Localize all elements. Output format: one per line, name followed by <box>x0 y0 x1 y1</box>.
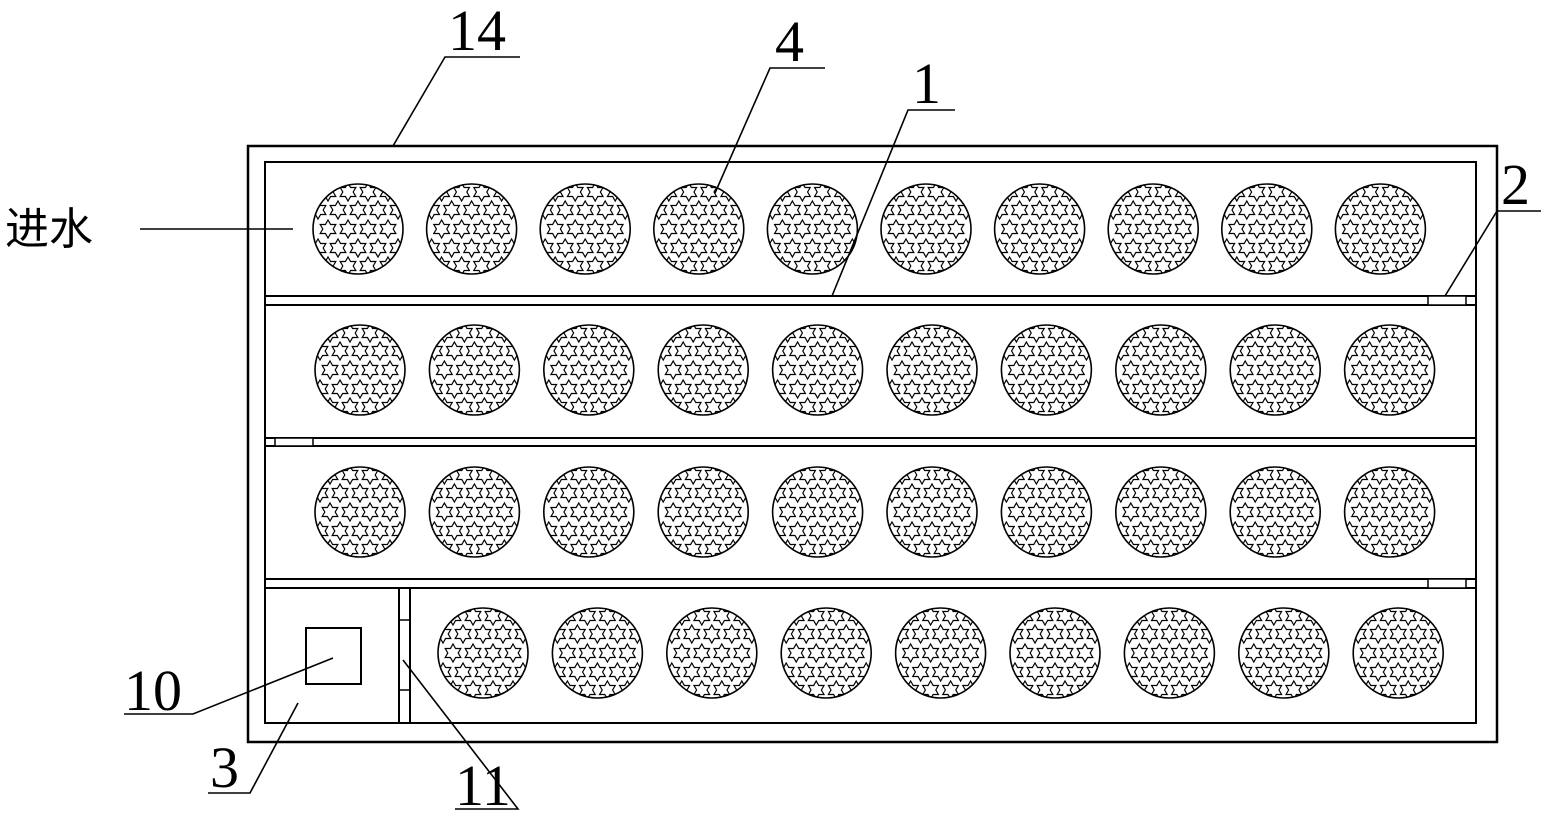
filter-disc <box>312 466 408 558</box>
flow-opening-left <box>274 437 314 447</box>
filter-disc <box>884 466 980 558</box>
baffle-3 <box>265 578 1476 589</box>
filter-disc <box>1113 466 1209 558</box>
filter-disc <box>655 324 751 416</box>
filter-disc <box>884 324 980 416</box>
inner-wall <box>264 161 1477 724</box>
baffle-1 <box>265 295 1476 306</box>
filter-disc <box>778 607 874 699</box>
filter-disc <box>893 607 989 699</box>
filter-disc <box>770 466 866 558</box>
filter-disc <box>1236 607 1332 699</box>
partition-11 <box>398 588 411 723</box>
label-1: 1 <box>912 51 941 116</box>
filter-disc <box>424 183 520 275</box>
filter-disc <box>1227 324 1323 416</box>
filter-disc <box>655 466 751 558</box>
filter-disc <box>541 466 637 558</box>
filter-disc <box>1333 183 1429 275</box>
filter-disc <box>878 183 974 275</box>
label-11: 11 <box>455 753 511 818</box>
filter-disc <box>1113 324 1209 416</box>
outer-tank <box>246 144 1499 744</box>
label-14: 14 <box>448 0 506 63</box>
filter-disc <box>999 324 1095 416</box>
filter-disc <box>1227 466 1323 558</box>
filter-disc <box>427 466 523 558</box>
flow-opening-right <box>1427 578 1467 589</box>
baffle-2 <box>265 437 1476 447</box>
filter-disc <box>435 607 531 699</box>
leader-lines <box>124 56 1541 810</box>
filter-disc <box>310 183 406 275</box>
filter-disc <box>537 183 633 275</box>
filter-disc <box>1122 607 1218 699</box>
label-inlet: 进水 <box>5 204 93 255</box>
label-3: 3 <box>210 735 239 800</box>
filter-disc <box>1342 466 1438 558</box>
filter-disc <box>664 607 760 699</box>
filter-disc <box>1342 324 1438 416</box>
filter-disc <box>550 607 646 699</box>
filter-disc <box>999 466 1095 558</box>
filter-disc <box>1219 183 1315 275</box>
filter-disc <box>1350 607 1446 699</box>
filter-disc <box>651 183 747 275</box>
filter-disc <box>992 183 1088 275</box>
disc-rows <box>310 183 1446 699</box>
filter-disc <box>1007 607 1103 699</box>
filter-disc <box>1105 183 1201 275</box>
label-10: 10 <box>124 658 182 723</box>
outlet-box-10 <box>305 627 362 685</box>
filter-disc <box>541 324 637 416</box>
label-4: 4 <box>775 9 804 74</box>
filter-disc <box>312 324 408 416</box>
label-2: 2 <box>1501 152 1530 217</box>
filter-disc <box>770 324 866 416</box>
filter-disc <box>427 324 523 416</box>
flow-opening-2 <box>1427 295 1467 306</box>
